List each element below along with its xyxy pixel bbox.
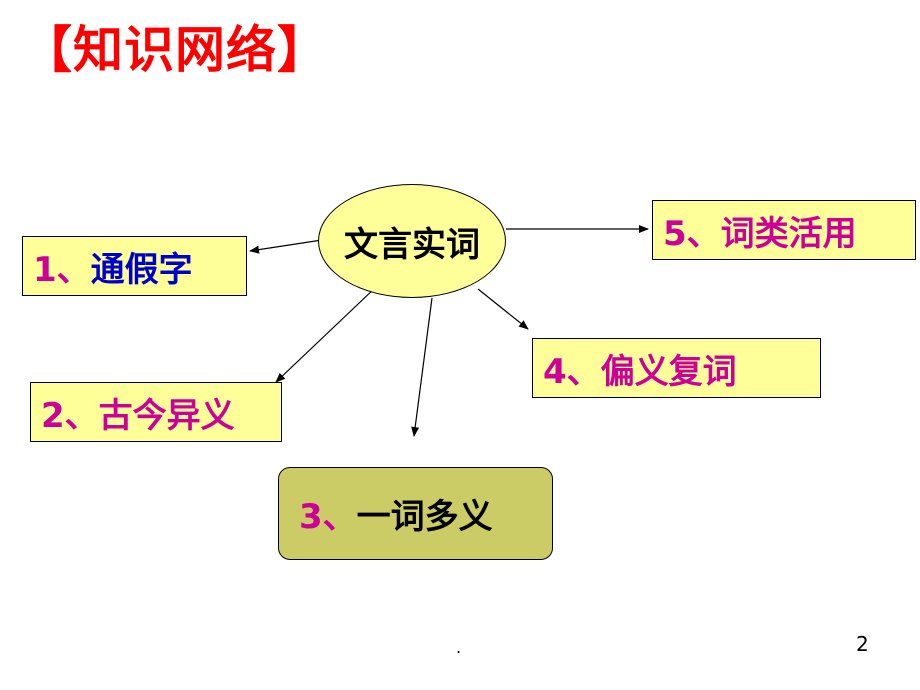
- node-1: 1、 通假字: [22, 236, 247, 296]
- node-2-number: 2、: [41, 395, 99, 436]
- node-3: 3、 一词多义: [278, 467, 553, 560]
- arrow-to-node-1: [249, 239, 323, 254]
- node-3-number: 3、: [299, 497, 357, 537]
- page-number: 2: [856, 632, 869, 656]
- node-4-number: 4、: [543, 351, 601, 392]
- footer-dot: .: [456, 638, 462, 657]
- node-2-label: 古今异义: [98, 395, 235, 436]
- node-2: 2、 古今异义: [30, 382, 282, 442]
- node-1-label: 通假字: [90, 249, 193, 290]
- node-5: 5、 词类活用: [652, 200, 916, 260]
- arrow-to-node-4: [477, 288, 529, 330]
- node-1-number: 1、: [33, 249, 91, 290]
- arrow-to-node-2: [275, 286, 377, 383]
- node-4: 4、 偏义复词: [532, 338, 821, 398]
- arrow-to-node-3: [411, 297, 433, 437]
- node-4-label: 偏义复词: [600, 351, 737, 392]
- page-title: 【知识网络】: [22, 21, 328, 79]
- node-5-label: 词类活用: [720, 213, 857, 254]
- node-3-label: 一词多义: [356, 497, 493, 537]
- hub-ellipse: 文言实词: [318, 184, 506, 298]
- node-5-number: 5、: [663, 213, 721, 254]
